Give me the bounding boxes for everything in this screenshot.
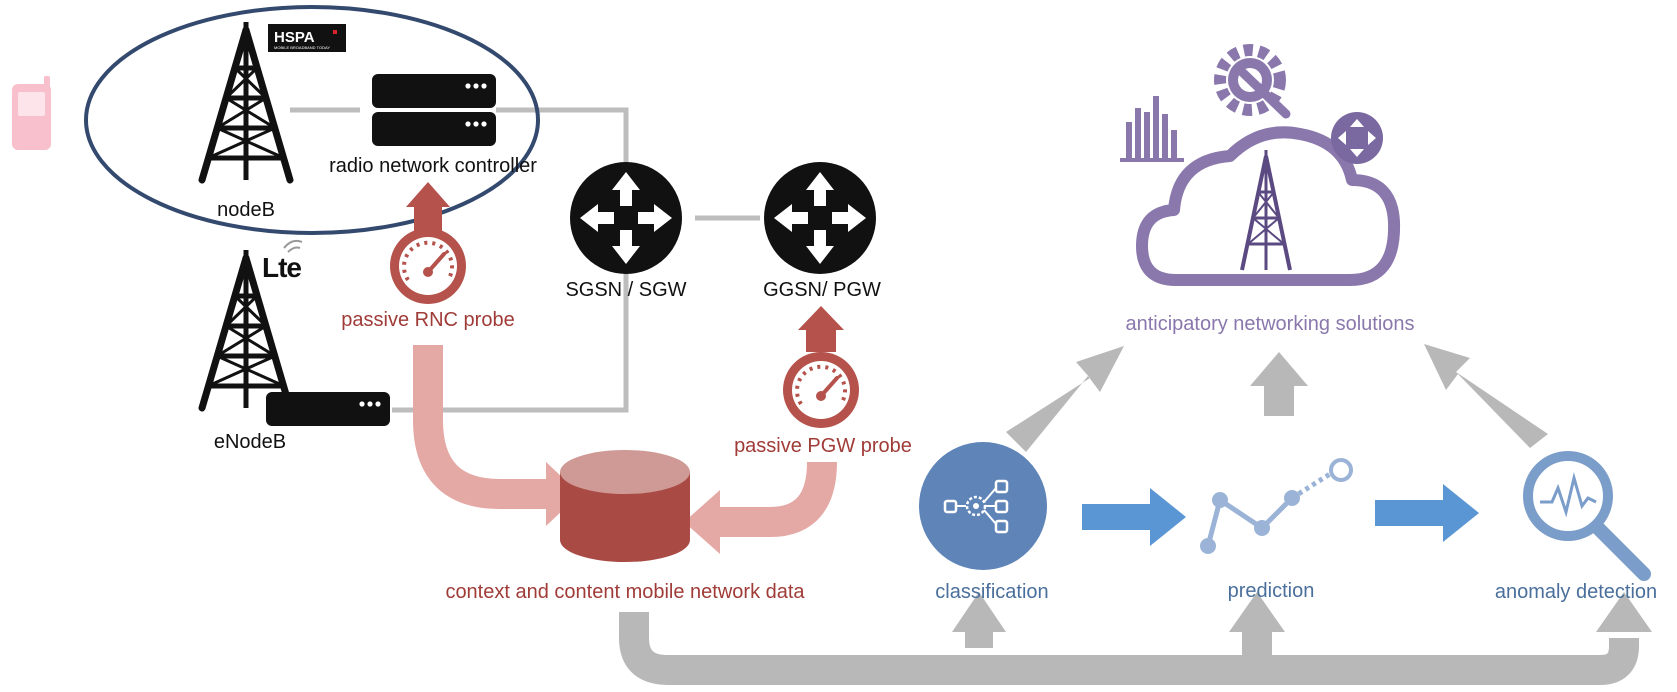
sgsn-label: SGSN / SGW — [565, 279, 686, 301]
probe-data-flows — [413, 345, 837, 554]
rnc-probe-label: passive RNC probe — [341, 309, 514, 331]
cloud-icon — [1136, 126, 1401, 286]
svg-text:MOBILE BROADBAND TODAY: MOBILE BROADBAND TODAY — [274, 45, 330, 50]
gear-wrench-icon — [1214, 44, 1291, 119]
anomaly-detection-label: anomaly detection — [1495, 581, 1657, 603]
lte-logo: Lte — [262, 239, 302, 283]
data-store-label: context and content mobile network data — [445, 581, 805, 603]
feedback-flow — [619, 592, 1652, 685]
ggsn-label: GGSN/ PGW — [763, 279, 881, 301]
upward-arrows — [1006, 344, 1548, 452]
prediction-label: prediction — [1228, 580, 1315, 602]
svg-text:HSPA: HSPA — [274, 29, 315, 46]
pgw-probe-gauge-icon — [781, 350, 861, 430]
enodeb-label: eNodeB — [214, 431, 286, 453]
rnc-probe-gauge-icon — [388, 226, 468, 306]
solutions-label: anticipatory networking solutions — [1125, 313, 1414, 335]
network-links — [290, 107, 760, 413]
bar-chart-icon — [1120, 96, 1184, 162]
flow-arrow-prediction-anomaly — [1375, 484, 1479, 542]
nodeb-label: nodeB — [217, 199, 275, 221]
prediction-trend-icon — [1200, 458, 1353, 554]
classification-label: classification — [935, 581, 1048, 603]
rnc-label: radio network controller — [329, 155, 537, 177]
enodeb-server-icon — [266, 392, 390, 426]
ggsn-router-icon — [764, 162, 876, 274]
cloud-tower-icon — [1240, 150, 1292, 271]
pgw-probe-label: passive PGW probe — [734, 435, 912, 457]
pgw-probe-arrow — [798, 306, 844, 352]
mobile-phone-icon — [12, 76, 51, 150]
hspa-logo: HSPA MOBILE BROADBAND TODAY — [268, 24, 346, 52]
rnc-probe-arrow — [406, 182, 450, 231]
router-small-icon — [1331, 112, 1383, 164]
svg-text:Lte: Lte — [262, 252, 301, 283]
sgsn-router-icon — [570, 162, 682, 274]
nodeb-highlight-ellipse — [84, 5, 540, 235]
database-icon — [560, 450, 690, 562]
rnc-server-icon — [372, 74, 496, 146]
classification-icon — [919, 442, 1047, 570]
magnifier-icon — [1523, 451, 1651, 581]
flow-arrow-classification-prediction — [1082, 488, 1186, 546]
